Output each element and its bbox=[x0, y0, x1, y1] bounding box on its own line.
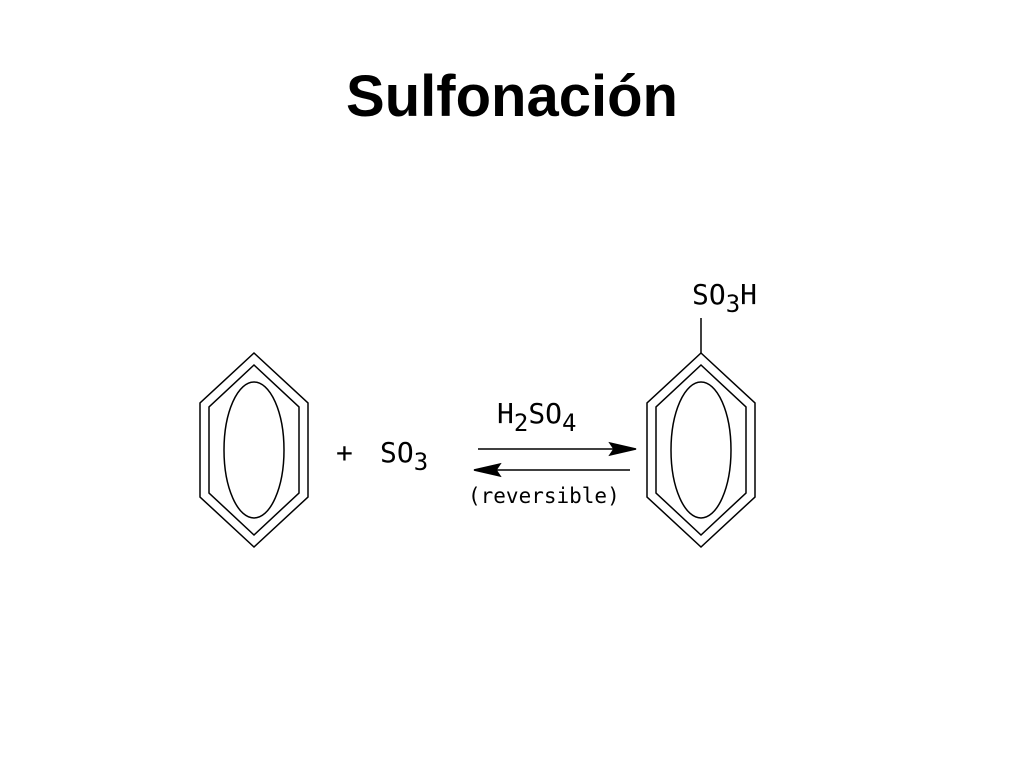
reagent-subscript: 3 bbox=[414, 448, 428, 476]
reagent-symbol: SO bbox=[380, 436, 414, 469]
benzene-reactant-aromatic-ring bbox=[223, 381, 285, 519]
forward-arrowhead bbox=[608, 441, 637, 457]
substituent-suffix: H bbox=[740, 278, 757, 311]
slide-title: Sulfonación bbox=[346, 64, 678, 129]
catalyst-part-4: 4 bbox=[562, 409, 576, 437]
equilibrium-arrows bbox=[473, 441, 637, 478]
condition-label: (reversible) bbox=[468, 484, 620, 508]
catalyst-part-h: H bbox=[497, 397, 514, 430]
benzene-product-aromatic-ring bbox=[670, 381, 732, 519]
benzene-reactant-outer-hexagon bbox=[199, 351, 309, 549]
catalyst-h2so4: H2SO4 bbox=[497, 397, 576, 437]
benzene-product-outer-hexagon bbox=[646, 351, 756, 549]
benzene-reactant-inner-hexagon bbox=[208, 363, 300, 537]
benzene-product bbox=[646, 318, 756, 549]
benzene-product-inner-hexagon bbox=[655, 363, 747, 537]
catalyst-part-2: 2 bbox=[514, 409, 528, 437]
reverse-arrowhead bbox=[473, 462, 502, 478]
substituent-so3h: SO3H bbox=[692, 278, 757, 318]
substituent-symbol: SO bbox=[692, 278, 726, 311]
catalyst-part-so: SO bbox=[528, 397, 562, 430]
substituent-subscript: 3 bbox=[726, 290, 740, 318]
plus-sign: + bbox=[336, 436, 353, 469]
reagent-so3: SO3 bbox=[380, 436, 428, 476]
benzene-reactant bbox=[199, 351, 309, 549]
